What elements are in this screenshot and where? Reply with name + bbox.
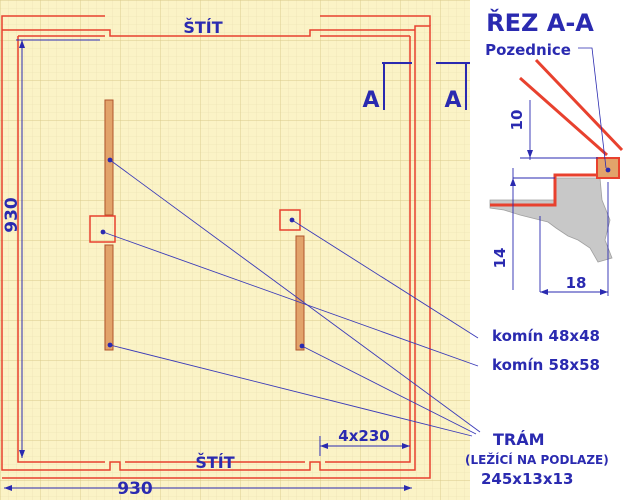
section-dim-height: 10 <box>508 110 526 131</box>
callout-chimney-small: komín 48x48 <box>492 327 600 345</box>
gable-bottom-label: ŠTÍT <box>195 453 234 472</box>
section-dim-floor: 14 <box>491 248 509 269</box>
top-gable-outer-right <box>320 15 431 26</box>
leader-chimney-large <box>102 231 479 367</box>
rafter-upper <box>534 58 624 152</box>
building-walls <box>1 15 431 479</box>
section-mark-right: A <box>444 88 461 113</box>
grid-pattern <box>0 0 470 500</box>
section-drawing <box>489 47 624 296</box>
leader-beam-1 <box>109 159 481 433</box>
beams <box>104 99 305 351</box>
callout-beam-size: 245x13x13 <box>481 470 573 488</box>
masonry-wall <box>489 177 613 263</box>
dim-beams-label: 4x230 <box>338 427 389 445</box>
section-dim-width: 18 <box>566 274 587 292</box>
beam-1 <box>104 99 114 216</box>
beam-2 <box>104 244 114 351</box>
dim-horizontal-label: 930 <box>117 479 153 499</box>
section-arrows <box>510 150 608 295</box>
section-mark-left: A <box>362 88 379 113</box>
top-gable-outer <box>1 15 105 30</box>
gable-top-label: ŠTÍT <box>183 18 222 37</box>
section-dims <box>512 100 609 296</box>
leader-dots <box>100 157 305 349</box>
inner-wall-right <box>325 36 411 463</box>
dimensions <box>4 39 412 489</box>
section-title: ŘEZ A-A <box>486 8 594 37</box>
section-marks <box>382 62 470 110</box>
leader-beam-2 <box>109 344 473 437</box>
dimension-arrows <box>4 40 412 491</box>
wall-plate-label: Pozednice <box>485 41 571 59</box>
inner-wall-left <box>17 36 105 463</box>
dim-vertical-label: 930 <box>2 197 22 233</box>
rafter-lower <box>519 76 608 157</box>
chimney-large <box>89 215 116 243</box>
chimney-small <box>279 209 301 231</box>
callout-beam-title: TRÁM <box>493 430 545 449</box>
leader-wall-plate <box>578 47 607 169</box>
leader-lines <box>102 159 481 437</box>
chimneys <box>89 209 301 243</box>
labels: ŠTÍT ŠTÍT 930 930 4x230 A A ŘEZ A-A Poze… <box>2 8 609 499</box>
callout-beam-note: (LEŽÍCÍ NA PODLAZE) <box>465 452 609 467</box>
outer-wall-line <box>1 25 431 479</box>
leader-chimney-small <box>291 219 479 339</box>
wall-profile <box>490 173 598 207</box>
leader-beam-3 <box>301 345 477 435</box>
top-gable-wall <box>2 29 415 37</box>
beam-3 <box>295 235 305 351</box>
callout-chimney-large: komín 58x58 <box>492 356 600 374</box>
